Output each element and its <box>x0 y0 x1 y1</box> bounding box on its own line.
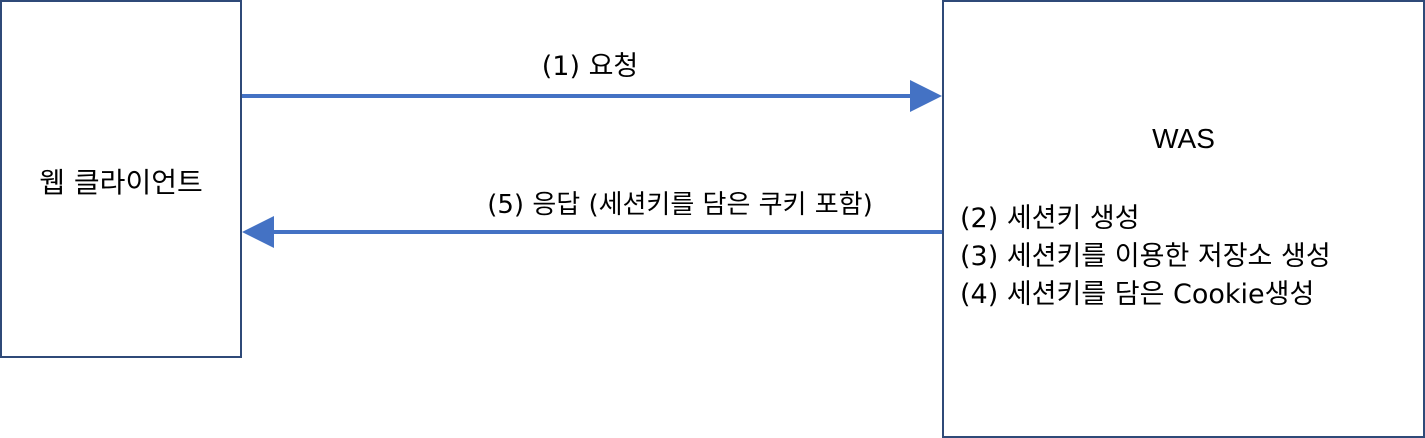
was-step-4: (4) 세션키를 담은 Cookie생성 <box>960 279 1315 310</box>
was-step-3: (3) 세션키를 이용한 저장소 생성 <box>960 241 1331 272</box>
was-title: WAS <box>1152 123 1215 154</box>
was-step-list: (2) 세션키 생성 (3) 세션키를 이용한 저장소 생성 (4) 세션키를 … <box>960 200 1331 314</box>
request-arrow-label: (1) 요청 <box>541 51 639 82</box>
web-client-label: 웹 클라이언트 <box>39 166 203 199</box>
was-box: WAS (2) 세션키 생성 (3) 세션키를 이용한 저장소 생성 (4) 세… <box>942 0 1425 438</box>
web-client-box: 웹 클라이언트 <box>0 0 242 358</box>
response-arrow-label: (5) 응답 (세션키를 담은 쿠키 포함) <box>487 190 873 220</box>
was-step-2: (2) 세션키 생성 <box>960 203 1140 234</box>
